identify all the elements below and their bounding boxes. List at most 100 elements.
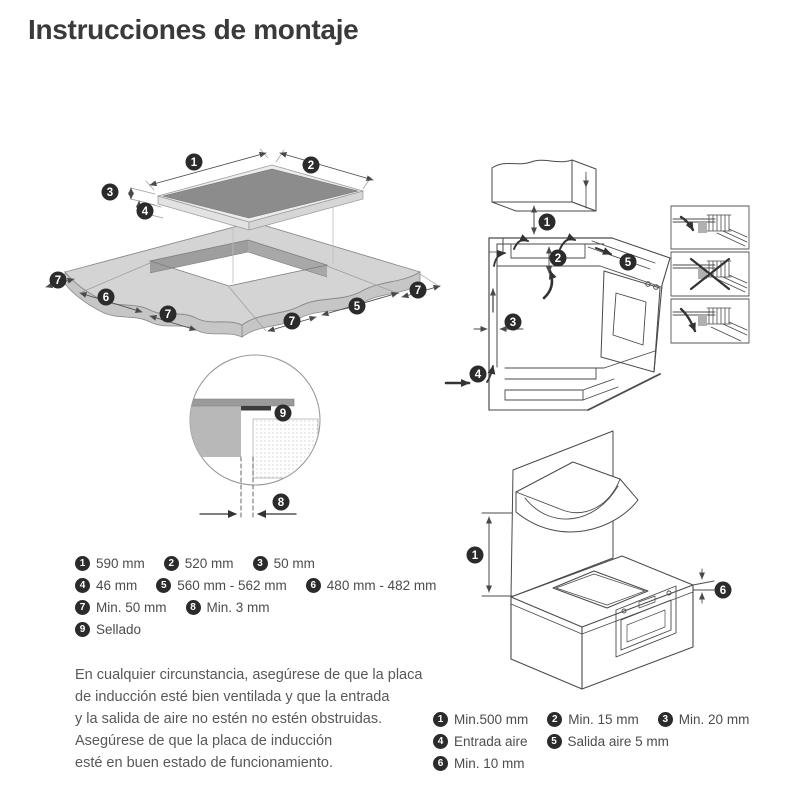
callout-badge: 2 (163, 556, 179, 571)
worktop (65, 222, 420, 337)
hood-clearance-svg: 16 (466, 425, 732, 715)
callout-5 (348, 297, 366, 315)
callout-badge: 9 (75, 622, 90, 637)
vent-detail-wrong (671, 252, 749, 296)
airflow-arrows (487, 233, 575, 382)
legend-row: 4 Entrada aire 5 Salida aire 5 mm (433, 734, 749, 749)
legend-label: 560 mm - 562 mm (177, 578, 287, 593)
callout-7 (159, 305, 177, 323)
callout-number: 6 (720, 585, 726, 597)
callout-number: 4 (142, 206, 149, 218)
callout-number: 1 (191, 157, 198, 169)
callout-7 (49, 271, 67, 289)
callout-number: 3 (510, 317, 516, 329)
legend-label: Salida aire 5 mm (567, 734, 669, 749)
callout-number: 3 (107, 187, 113, 199)
callout-badge: 4 (433, 734, 448, 749)
legend-item: 5 Salida aire 5 mm (546, 734, 669, 749)
legend-item: 3 50 mm (252, 556, 315, 571)
callout-number: 9 (280, 408, 286, 420)
page-title: Instrucciones de montaje (28, 14, 359, 45)
legend-label: 46 mm (96, 578, 138, 593)
callout-number: 5 (354, 301, 361, 313)
vent-detail-correct (671, 206, 749, 249)
callout-2 (549, 249, 567, 267)
seal-bar (241, 406, 271, 411)
legend-item: 4 Entrada aire (433, 734, 528, 749)
wall-cabinet (492, 160, 596, 211)
legend-item: 4 46 mm (75, 578, 137, 593)
callout-badge: 1 (433, 712, 448, 727)
callout-badge: 7 (75, 600, 90, 615)
callout-5 (619, 253, 637, 271)
hood-callouts: 16 (466, 546, 732, 599)
legend-item: 1 590 mm (75, 556, 145, 571)
legend-item: 6 480 mm - 482 mm (305, 578, 437, 593)
hood (516, 462, 638, 532)
legend-label: 480 mm - 482 mm (326, 578, 437, 593)
callout-7 (283, 312, 301, 330)
callout-badge: 6 (305, 578, 321, 593)
callout-6 (714, 581, 732, 599)
ventilation-note: En cualquier circunstancia, asegúrese de… (75, 667, 423, 771)
callout-number: 7 (55, 275, 61, 287)
seal-detail-svg: 98 (189, 354, 321, 530)
callout-number: 8 (278, 497, 285, 509)
legend-label: Min. 15 mm (568, 712, 639, 727)
callout-3 (504, 313, 522, 331)
callout-badge: 3 (252, 556, 268, 571)
legend-label: 50 mm (273, 556, 315, 571)
callout-badge: 1 (75, 556, 90, 571)
oven-knob (646, 282, 651, 287)
callout-badge: 6 (433, 756, 448, 771)
callout-badge: 4 (75, 578, 90, 593)
callout-4 (469, 365, 487, 383)
callout-1 (185, 153, 203, 171)
callout-7 (409, 281, 427, 299)
legend-label: Entrada aire (454, 734, 528, 749)
callout-number: 6 (103, 292, 109, 304)
callout-6 (97, 288, 115, 306)
callout-badge: 3 (657, 712, 673, 727)
cross-out-icon (691, 259, 729, 289)
callout-number: 7 (415, 285, 421, 297)
callout-number: 7 (165, 309, 171, 321)
seal-section (190, 399, 318, 478)
callout-badge: 5 (546, 734, 562, 749)
legend-label: Sellado (96, 622, 142, 637)
oven (601, 258, 670, 372)
legend-label: 520 mm (184, 556, 234, 571)
legend-item: 8 Min. 3 mm (185, 600, 270, 615)
callout-number: 1 (472, 550, 479, 562)
legend-row: 9 Sellado (75, 622, 436, 637)
legend-row: 1 590 mm 2 520 mm 3 50 mm (75, 556, 436, 571)
callout-number: 2 (308, 160, 314, 172)
hob-dim-6 (693, 569, 714, 603)
callout-1 (466, 546, 484, 564)
oven-knob (654, 285, 659, 290)
gap-dimension (200, 457, 296, 520)
callout-3 (101, 183, 119, 201)
legend-label: 590 mm (96, 556, 145, 571)
callout-number: 1 (544, 217, 551, 229)
callout-number: 2 (555, 253, 561, 265)
callout-badge: 8 (185, 600, 201, 615)
legend-label: Min. 3 mm (206, 600, 270, 615)
hood-dim-1 (482, 513, 512, 596)
